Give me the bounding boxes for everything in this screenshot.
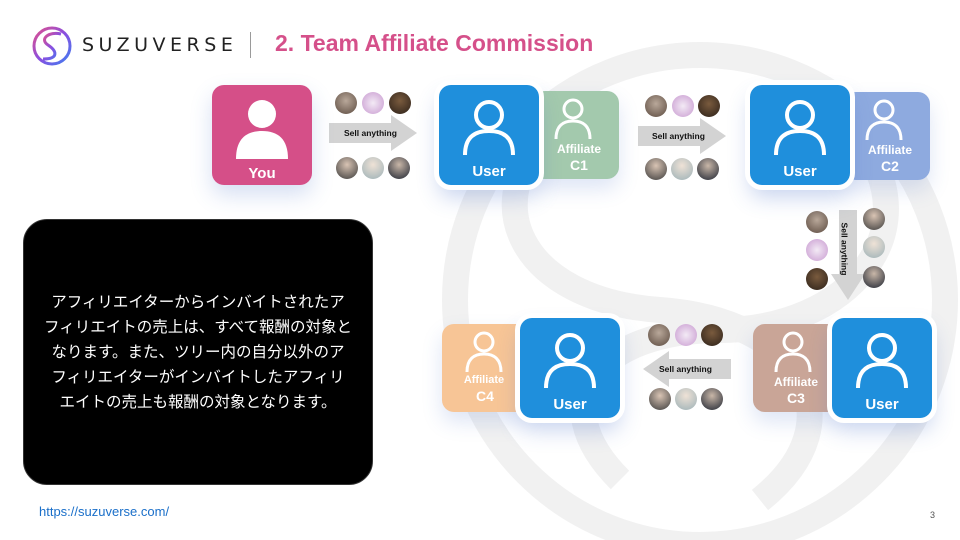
avatar-woman-2: [863, 236, 885, 258]
avatar-portrait-1: [806, 211, 828, 233]
user-card-4: User: [520, 318, 620, 418]
info-box: アフィリエイターからインバイトされたアフィリエイトの売上は、すべて報酬の対象とな…: [23, 219, 373, 485]
affiliate-label: Affiliate: [773, 375, 818, 389]
affiliate-label: Affiliate: [463, 374, 505, 386]
avatar-man-suit: [697, 158, 719, 180]
avatar-portrait-dark: [806, 268, 828, 290]
user-outline-icon: [774, 331, 812, 373]
avatar-woman-2: [362, 157, 384, 179]
user-label: User: [553, 396, 587, 413]
arrow-left-icon: [643, 351, 731, 387]
you-card: You: [212, 85, 312, 185]
affiliate-code: C2: [881, 158, 899, 174]
affiliate-code: C1: [570, 157, 588, 173]
footer-link[interactable]: https://suzuverse.com/: [39, 504, 170, 519]
avatar-woman-1: [336, 157, 358, 179]
user-outline-icon: [856, 333, 908, 389]
avatar-abstract-swirl: [675, 324, 697, 346]
affiliate-label: Affiliate: [867, 143, 912, 157]
avatar-portrait-1: [645, 95, 667, 117]
avatar-man-suit: [701, 388, 723, 410]
arrow-label: Sell anything: [652, 131, 705, 141]
you-label: You: [248, 165, 276, 182]
arrow-right-icon: [329, 115, 417, 151]
user-label: User: [783, 163, 817, 180]
info-text: アフィリエイターからインバイトされたアフィリエイトの売上は、すべて報酬の対象とな…: [44, 292, 352, 411]
affiliate-code: C4: [476, 388, 494, 404]
brand-name: SUZUVERSE: [82, 34, 238, 56]
avatar-abstract-swirl: [362, 92, 384, 114]
user-outline-icon: [865, 99, 903, 141]
user-card-3: User: [832, 318, 932, 418]
affiliate-code: C3: [787, 390, 805, 406]
header-divider: [250, 32, 251, 58]
user-card-2: User: [750, 85, 850, 185]
avatar-portrait-1: [648, 324, 670, 346]
affiliate-label: Affiliate: [556, 142, 601, 156]
arrow-label: Sell anything: [344, 128, 397, 138]
user-card-1: User: [439, 85, 539, 185]
avatar-woman-2: [675, 388, 697, 410]
user-label: User: [865, 396, 899, 413]
avatar-portrait-1: [335, 92, 357, 114]
user-outline-icon: [544, 333, 596, 389]
user-outline-icon: [554, 98, 592, 140]
avatar-abstract-swirl: [672, 95, 694, 117]
arrow-down-icon: [831, 210, 865, 300]
arrow-right-icon: [638, 118, 726, 154]
affiliate-card-c2: Affiliate C2: [844, 92, 930, 180]
user-outline-icon: [465, 331, 503, 373]
user-outline-icon: [463, 100, 515, 156]
affiliate-card-c3: Affiliate C3: [753, 324, 839, 412]
avatar-portrait-dark: [698, 95, 720, 117]
user-label: User: [472, 163, 506, 180]
arrow-label: Sell anything: [659, 364, 712, 374]
affiliate-card-c4: Affiliate C4: [442, 324, 528, 412]
avatar-portrait-dark: [389, 92, 411, 114]
avatar-woman-1: [863, 208, 885, 230]
avatar-man-suit: [388, 157, 410, 179]
suzuverse-logo-icon: [32, 26, 72, 66]
avatar-woman-2: [671, 158, 693, 180]
avatar-man-suit: [863, 266, 885, 288]
affiliate-card-c1: Affiliate C1: [533, 91, 619, 179]
arrow-label: Sell anything: [839, 222, 850, 276]
avatar-portrait-dark: [701, 324, 723, 346]
avatar-woman-1: [645, 158, 667, 180]
user-outline-icon: [774, 100, 826, 156]
page-number: 3: [930, 510, 936, 520]
page-title: 2. Team Affiliate Commission: [275, 30, 594, 56]
avatar-woman-1: [649, 388, 671, 410]
user-filled-icon: [236, 100, 288, 159]
avatar-abstract-swirl: [806, 239, 828, 261]
